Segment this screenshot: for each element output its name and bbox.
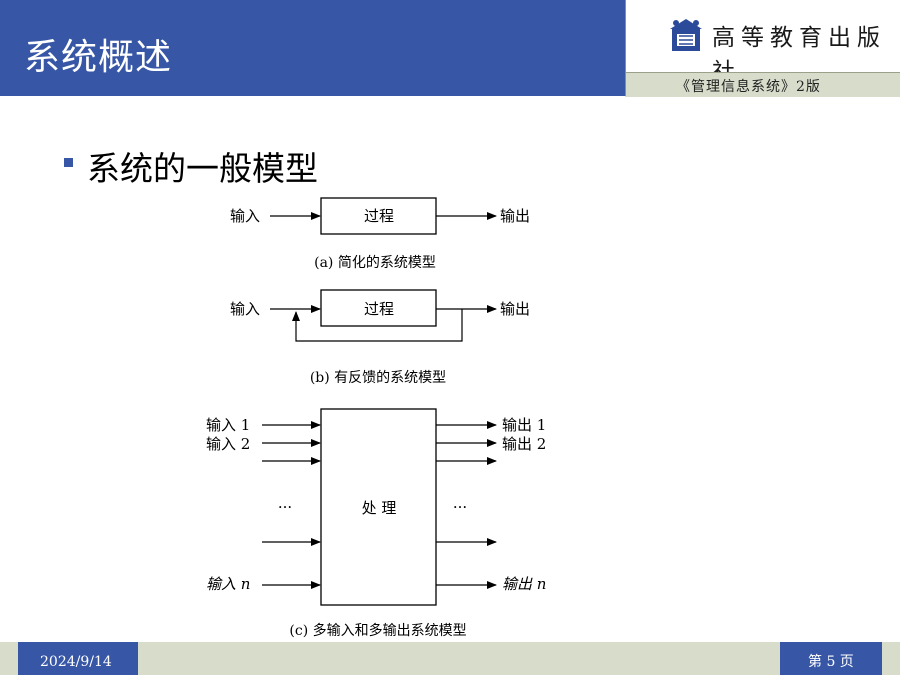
diagram-c-input-2: 输入 2 [206,435,250,453]
diagram-c-out-ellipsis: ··· [453,498,467,516]
diagram-a-process: 过程 [364,207,394,225]
bullet-text: 系统的一般模型 [87,149,318,188]
publisher-box [625,0,900,72]
footer-bar [0,642,900,675]
diagram-b-output: 输出 [500,300,530,318]
header-bar [0,0,625,96]
diagram-c-output-n: 输出 n [502,575,546,593]
diagram-b-caption: (b) 有反馈的系统模型 [310,370,446,386]
diagram-c-output-2: 输出 2 [502,435,546,453]
diagram-b-input: 输入 [230,300,260,318]
diagram-b-feedback-loop [292,309,463,342]
subtitle-strip [625,72,900,97]
diagram-b-process-box [320,289,437,327]
diagram-b-process: 过程 [364,300,394,318]
header-divider [625,0,626,96]
diagram-c-input-1: 输入 1 [206,416,250,434]
bullet-marker [64,158,73,167]
system-model-diagram: 输入 过程 输出 (a) 简化的系统模型 输入 过程 输出 (b) 有反馈的系统… [206,197,546,639]
footer-date-box [18,642,138,675]
diagram-c-in-ellipsis: ··· [278,498,292,516]
diagram-c-input-n: 输入 n [206,575,250,593]
diagram-c-process-box [320,408,437,606]
diagram-c-process: 处 理 [362,499,397,517]
footer-page-box [780,642,882,675]
diagram-c-output-1: 输出 1 [502,416,546,434]
footer-date: 2024/9/14 [40,654,112,670]
publisher-logo-icon [670,19,702,51]
diagram-a-output: 输出 [500,207,530,225]
diagram-a-caption: (a) 简化的系统模型 [314,254,436,271]
diagram-a-input: 输入 [230,207,260,225]
diagram-c-caption: (c) 多输入和多输出系统模型 [289,622,466,639]
slide-title: 系统概述 [24,37,173,78]
footer-page-number: 第 5 页 [808,654,854,670]
book-title: 《管理信息系统》2版 [676,79,821,95]
